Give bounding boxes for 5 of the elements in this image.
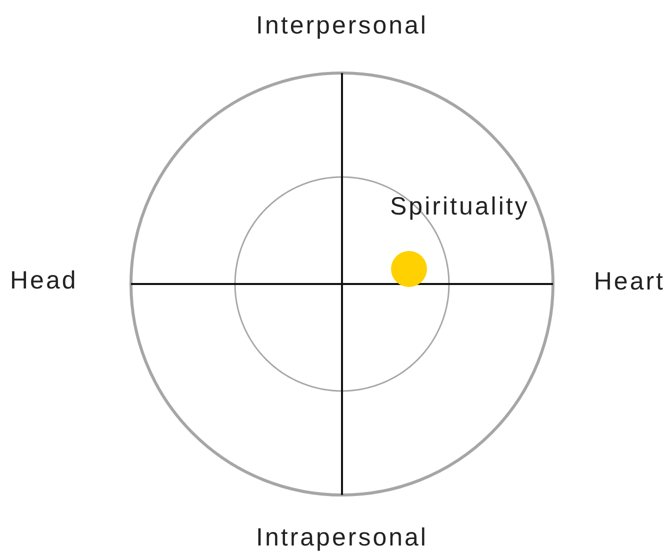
axis-label: Intrapersonal bbox=[256, 526, 428, 550]
axis-label: Interpersonal bbox=[256, 14, 428, 38]
point-label: Spirituality bbox=[390, 194, 530, 220]
axis-label: Heart bbox=[594, 270, 665, 294]
axis-label: Head bbox=[10, 268, 78, 294]
